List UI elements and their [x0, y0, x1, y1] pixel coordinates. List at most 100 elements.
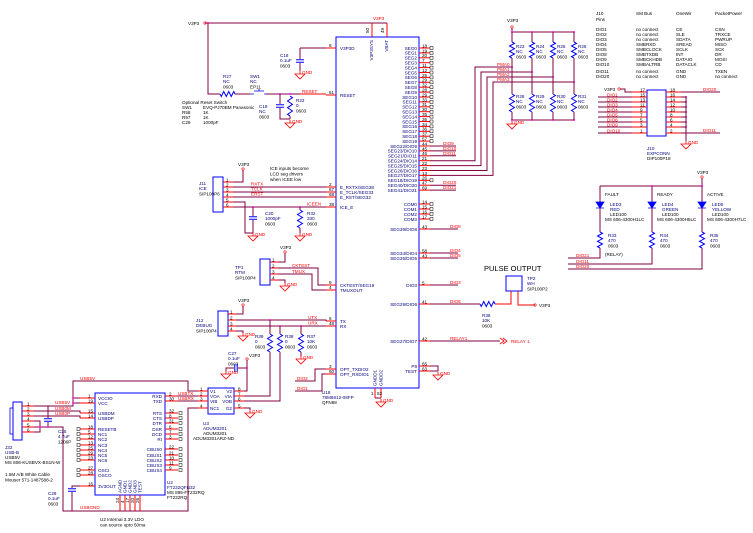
- led-color: RED: [610, 207, 620, 212]
- junction-dot: [39, 426, 41, 428]
- u3-label-line: U3: [203, 421, 209, 426]
- reset-note-ref: R58: [182, 110, 191, 115]
- pin-number: 58: [422, 248, 428, 253]
- pin-label: SEG2: [405, 56, 418, 61]
- no-connect-marker: [178, 458, 183, 462]
- net-label: DIO11: [703, 128, 716, 133]
- pin-label: COM0: [404, 202, 418, 207]
- table-cell: SMBCKHDB: [636, 57, 662, 62]
- r38-text: 0: [285, 339, 288, 344]
- pin-number: 17: [125, 497, 130, 503]
- pin-number: 3: [640, 122, 643, 127]
- table-header: PacketPower: [715, 11, 743, 16]
- ground-icon: [279, 283, 291, 292]
- power-port-icon: [241, 167, 245, 171]
- c19-text: NC: [259, 109, 266, 114]
- table-cell: SMBRXD: [636, 42, 656, 47]
- table-cell: SCK: [715, 47, 725, 52]
- table-cell: MISO: [715, 42, 727, 47]
- no-connect-marker: [429, 51, 434, 55]
- pin-number: 8: [670, 112, 673, 117]
- pin-label: SEG22/DIO9: [390, 144, 417, 149]
- pin-label: TXD: [153, 399, 163, 404]
- pin-number: 49: [380, 27, 385, 33]
- tp1-connector: [259, 258, 271, 286]
- table-header: J10: [596, 11, 604, 16]
- pin-label: NC6: [98, 458, 108, 463]
- led-icon: [595, 201, 605, 209]
- no-connect-marker: [429, 95, 434, 99]
- net-label: DIO3: [607, 102, 618, 107]
- pin-label: OSCI: [98, 468, 109, 473]
- reset-note-ref: C29: [182, 120, 191, 125]
- pullup-resistor: [570, 41, 578, 59]
- r37-text: 10K: [307, 339, 316, 344]
- tp2-test-point: [505, 275, 523, 292]
- ground-icon: [244, 410, 256, 419]
- no-connect-marker: [429, 65, 434, 70]
- no-connect-marker: [429, 114, 434, 119]
- pin-label: SEG10: [402, 95, 417, 100]
- led-icon: [697, 201, 707, 209]
- pin-label: E_RXTX/SEG38: [340, 185, 374, 190]
- wire: [681, 96, 687, 141]
- wire: [620, 88, 632, 93]
- table-cell: no connect: [636, 32, 659, 37]
- pma-net-label: PMA1: [497, 67, 510, 72]
- u1-part: 78M6612-08FP: [322, 395, 354, 400]
- pin-number: 47: [422, 181, 428, 186]
- pin-label: SEG18/DIO19: [388, 178, 418, 183]
- no-connect-marker: [429, 212, 434, 216]
- pin-label: SEG19: [402, 139, 417, 144]
- pin-number: 29: [422, 92, 428, 97]
- pin-label: SEG23/DIO10: [388, 149, 418, 154]
- pin-label: CTS: [153, 416, 162, 421]
- pulldown-resistor: [528, 93, 536, 113]
- v3p3-label: V3P3: [188, 21, 200, 26]
- pin-label: SEG8: [405, 85, 418, 90]
- pin-label: SEG11: [403, 100, 418, 105]
- r32-text: R32: [307, 211, 316, 216]
- pin-number: 20: [130, 497, 135, 503]
- pin-label: SEG7: [405, 80, 418, 85]
- pin-label: SEG13: [402, 110, 417, 115]
- pulldown-resistor: [508, 93, 516, 113]
- pin-number: 1: [226, 177, 229, 182]
- pin-label: VOB: [222, 399, 232, 404]
- j32-label-line: J32: [5, 445, 13, 450]
- pin-label: SEG21/DIO11: [388, 154, 417, 159]
- pulldown-text: NC: [557, 99, 564, 104]
- pin-number: 26: [422, 176, 428, 181]
- pin-number: 3: [329, 364, 332, 369]
- pin-number: 37: [422, 132, 428, 137]
- r27-text: NC: [223, 79, 230, 84]
- pin-number: 65: [422, 361, 428, 366]
- led-resistor: [596, 231, 604, 249]
- pin-number: 2: [329, 182, 332, 187]
- r39-resistor: [266, 333, 274, 353]
- pulse-output-title: PULSE OUTPUT: [484, 264, 542, 273]
- reset-note-value: 1K: [203, 110, 210, 115]
- pulldown-text: R29: [536, 94, 545, 99]
- r36-resistor: [479, 300, 496, 308]
- tp1-text: SIP100P4: [235, 275, 256, 280]
- r27-text: 0603: [223, 84, 234, 89]
- pulldown-text: R31: [578, 94, 587, 99]
- pin-number: 2: [200, 391, 203, 396]
- pullup-text: R26: [578, 44, 587, 49]
- pin-label: ICE_E: [340, 205, 353, 210]
- pin-label: GND1: [123, 480, 128, 493]
- net-label: DIO20: [576, 264, 590, 269]
- no-connect-marker: [429, 129, 434, 134]
- table-cell: no connect: [715, 74, 738, 79]
- pin-number: 13: [640, 97, 646, 102]
- led-title: ACTIVE: [707, 192, 724, 197]
- tp1-text: TP1: [235, 265, 244, 270]
- led-ref: LED3: [610, 202, 622, 207]
- pin-label: SEG25/DIO15: [388, 163, 418, 168]
- pin-label: TEST: [405, 369, 417, 374]
- wire: [295, 368, 326, 382]
- pulldown-text: NC: [516, 99, 523, 104]
- pin-number: 21: [422, 156, 428, 161]
- gnd-label: GND: [303, 355, 314, 360]
